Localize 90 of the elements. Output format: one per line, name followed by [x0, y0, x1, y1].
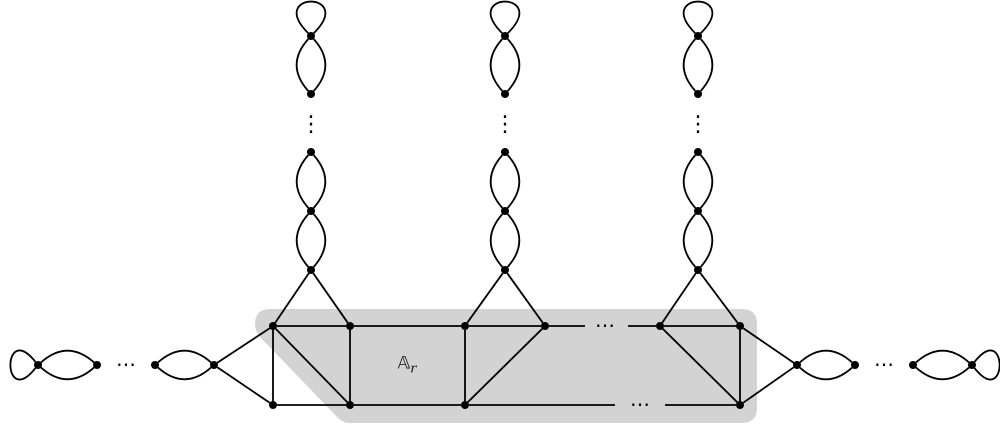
loop-edge	[683, 0, 713, 34]
vertex-dot	[501, 207, 509, 215]
graph-edge	[296, 154, 310, 209]
vertex-dot	[307, 90, 315, 98]
shaded-region	[255, 309, 757, 423]
graph-edge	[466, 272, 504, 324]
graph-edge	[312, 272, 348, 324]
graph-edge	[506, 154, 520, 209]
ellipsis: ⋮	[300, 114, 322, 136]
vertex-dot	[307, 148, 315, 156]
loop-edge	[490, 0, 520, 34]
graph-edge	[275, 328, 348, 403]
vertex-dot	[501, 90, 509, 98]
graph-edge	[354, 325, 461, 327]
graph-edge	[915, 350, 970, 364]
graph-edge	[742, 328, 794, 364]
graph-edge	[296, 38, 309, 92]
vertex-dot	[210, 361, 218, 369]
vertex-dot	[501, 266, 509, 274]
vertex-dot	[909, 361, 917, 369]
graph-edge	[700, 272, 738, 324]
vertex-dot	[151, 361, 159, 369]
vertex-dot	[694, 207, 702, 215]
ellipsis: ⋮	[687, 114, 709, 136]
ellipsis: ⋯	[595, 315, 615, 335]
graph-edge	[700, 213, 714, 268]
vertex-dot	[93, 361, 101, 369]
graph-edge	[349, 330, 351, 401]
graph-edge	[507, 38, 520, 92]
graph-edge	[312, 213, 326, 268]
graph-edge	[799, 367, 853, 380]
vertex-dot	[694, 266, 702, 274]
loop-edge	[296, 0, 326, 34]
vertex-dot	[694, 32, 702, 40]
graph-edge	[40, 366, 95, 380]
ellipsis: ⋯	[116, 354, 136, 374]
graph-edge	[490, 38, 503, 92]
vertex-dot	[851, 361, 859, 369]
graph-edge	[274, 272, 310, 324]
ellipsis: ⋯	[874, 354, 894, 374]
vertex-dot	[34, 361, 42, 369]
graph-edge	[272, 330, 274, 401]
graph-edge	[682, 213, 696, 268]
graph-edge	[506, 213, 520, 268]
graph-edge	[296, 213, 310, 268]
graph-edge	[216, 366, 270, 404]
graph-edge	[157, 350, 212, 364]
vertex-dot	[307, 266, 315, 274]
graph-edge	[312, 154, 326, 209]
graph-edge	[742, 366, 794, 404]
graph-edge	[915, 366, 970, 380]
graph-edge	[40, 350, 95, 364]
graph-edge	[662, 328, 738, 403]
graph-edge	[665, 404, 736, 406]
vertex-dot	[793, 361, 801, 369]
loop-edge	[9, 350, 36, 380]
graph-edge	[682, 38, 696, 92]
vertex-dot	[307, 207, 315, 215]
graph-edge	[490, 213, 504, 268]
graph-edge	[739, 330, 741, 401]
graph-edge	[157, 366, 212, 380]
graph-edge	[313, 38, 326, 92]
vertex-dot	[501, 32, 509, 40]
graph-edge	[354, 404, 461, 406]
graph-edge	[490, 154, 504, 209]
graph-edge	[277, 325, 346, 327]
graph-edge	[469, 325, 541, 327]
graph-edge	[277, 404, 346, 406]
graph-edge	[628, 325, 656, 327]
graph-edge	[799, 350, 853, 363]
graph-edge	[682, 154, 696, 209]
graph-edge	[467, 328, 543, 403]
graph-edge	[216, 327, 270, 364]
graph-edge	[464, 330, 466, 401]
vertex-dot	[269, 401, 277, 409]
graph-edge	[661, 272, 697, 324]
ellipsis: ⋮	[494, 114, 516, 136]
graph-edge	[506, 272, 544, 324]
vertex-dot	[501, 148, 509, 156]
graph-edge	[469, 404, 615, 406]
loop-edge	[974, 350, 1000, 380]
graph-edge	[700, 154, 714, 209]
vertex-dot	[307, 32, 315, 40]
region-label: 𝔸$_{r}$	[398, 353, 416, 377]
vertex-dot	[694, 90, 702, 98]
graph-edge	[700, 38, 714, 92]
ellipsis: ⋯	[630, 394, 650, 414]
vertex-dot	[694, 148, 702, 156]
graph-edge	[664, 325, 736, 327]
graph-edge	[549, 325, 585, 327]
